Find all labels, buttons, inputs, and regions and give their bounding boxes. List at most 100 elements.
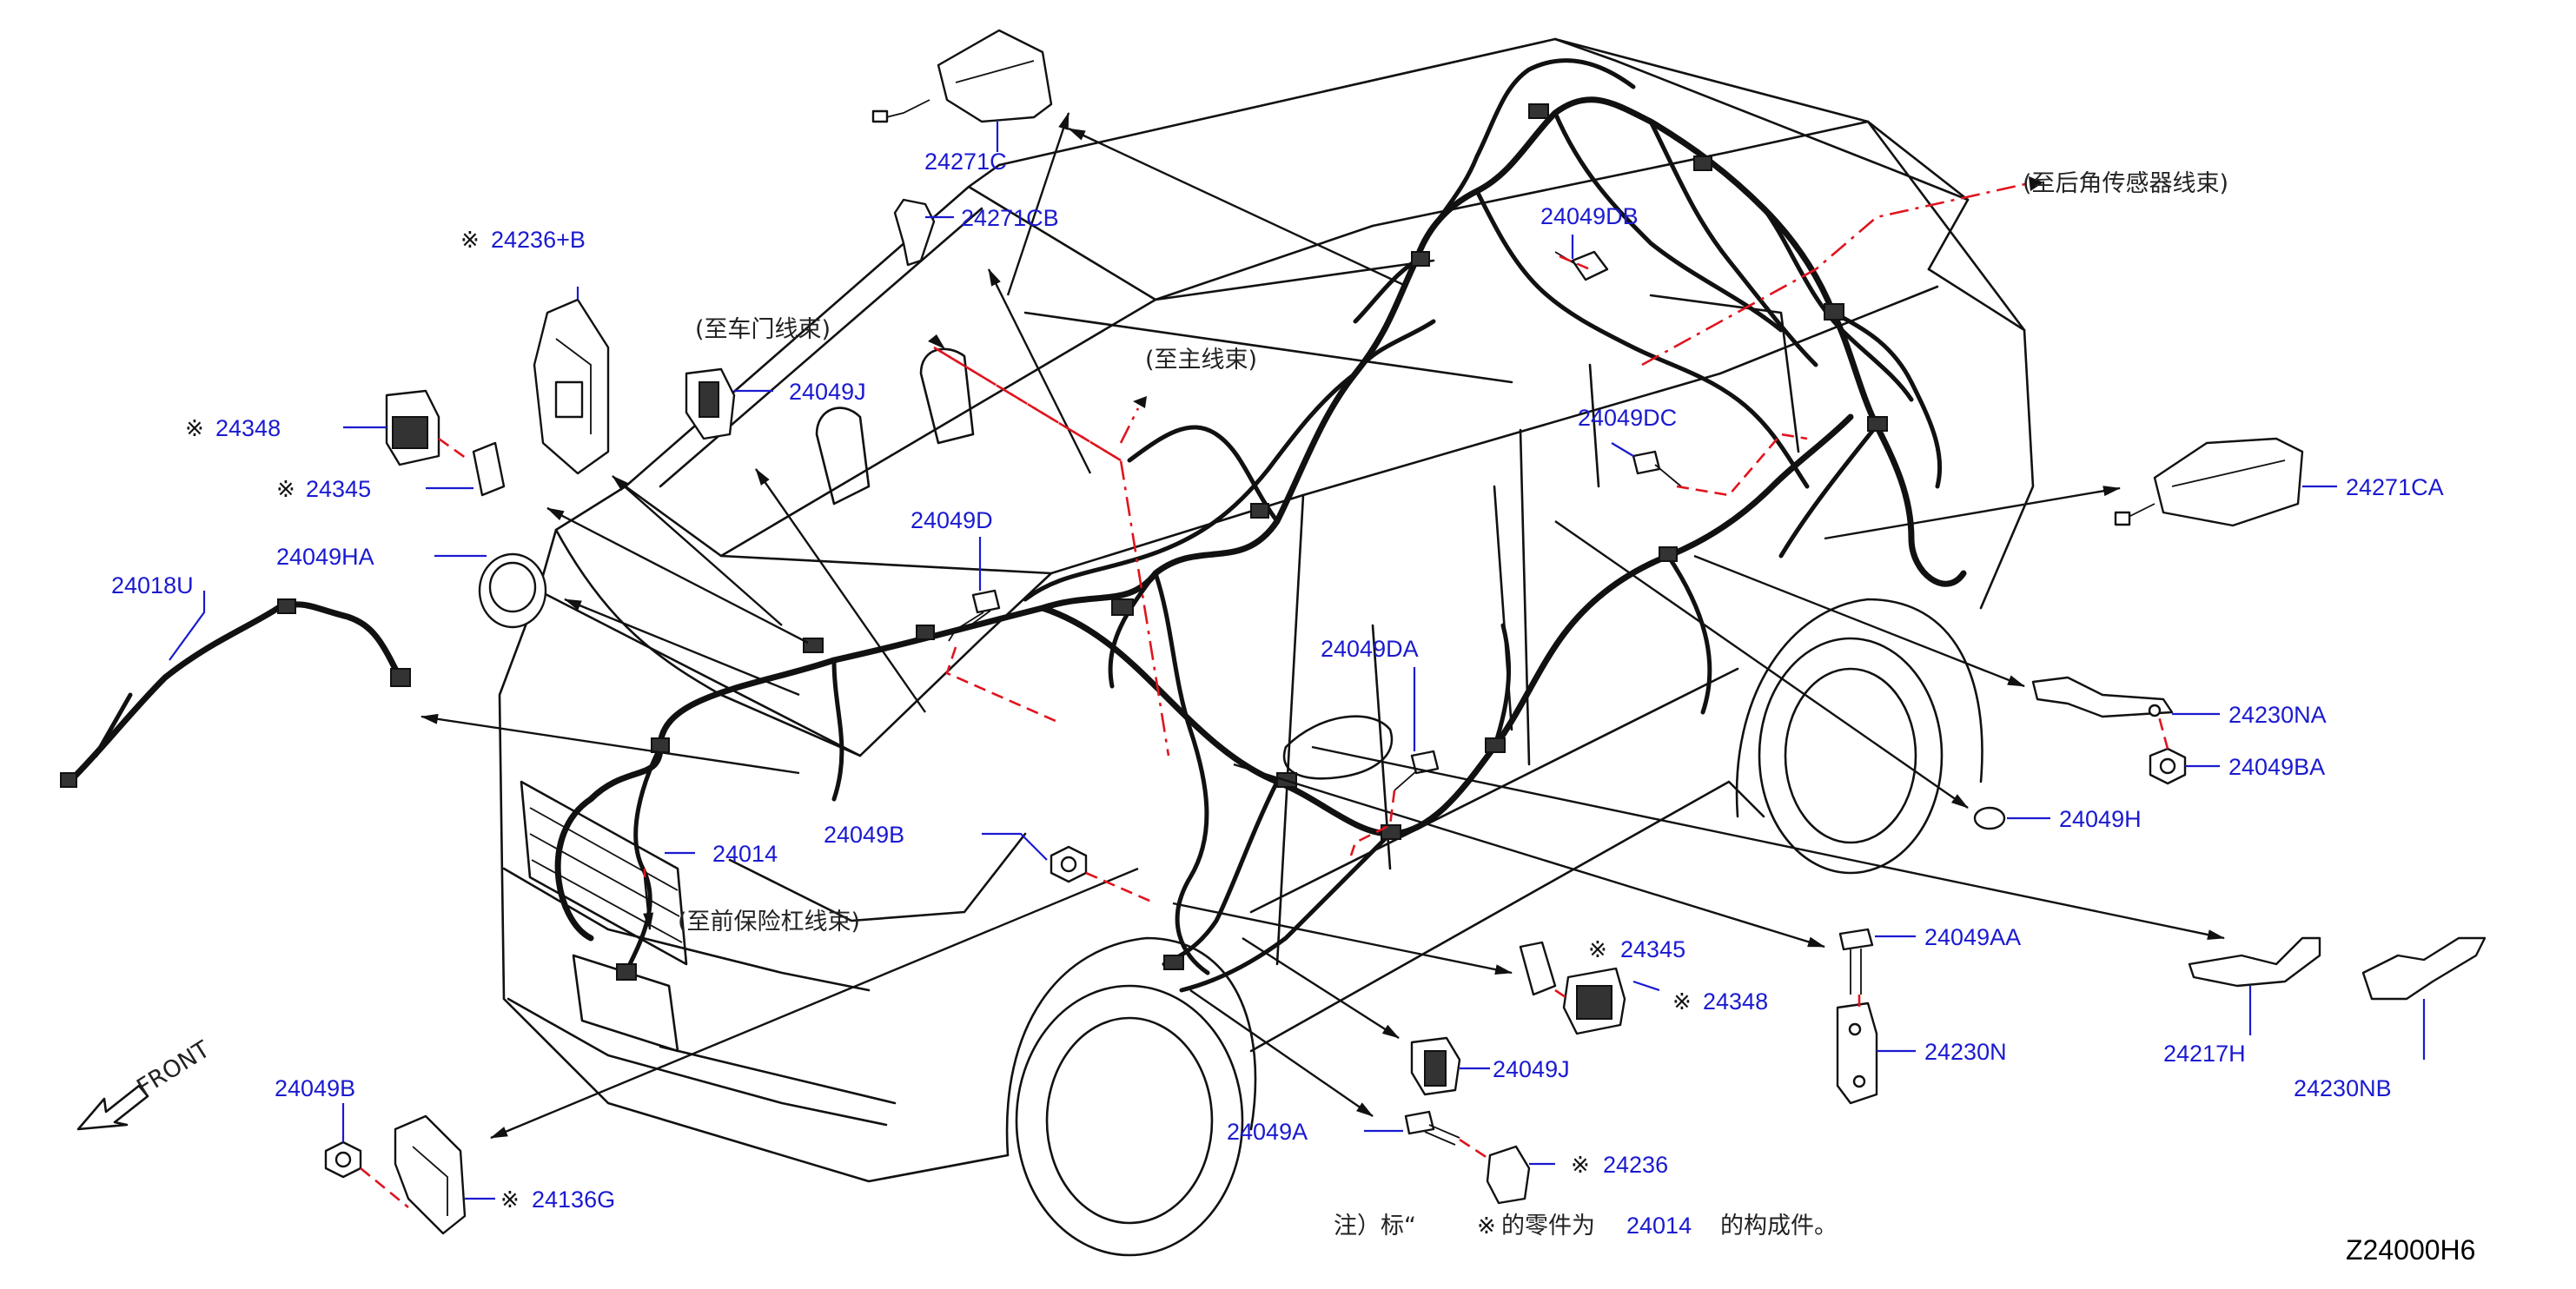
leader-24049b-24136g <box>360 1167 409 1209</box>
part-24230nb-bracket <box>2361 936 2487 1001</box>
part-24271c-cover <box>871 29 1053 123</box>
pointer-arrows <box>421 112 2225 1140</box>
part-24236b-bracket <box>533 298 610 475</box>
part-24230n-bracket <box>1836 1001 1878 1105</box>
label-24049aa: 24049AA <box>1924 924 2021 950</box>
mark-24348-bottom: ※ <box>1672 989 1692 1015</box>
arrow-to-24049aa <box>1233 763 1825 949</box>
dest-front-bumper: (至前保险杠线束) <box>678 909 860 935</box>
part-24049dc-bolt <box>1632 450 1682 487</box>
label-24230na: 24230NA <box>2228 702 2327 728</box>
part-24271ca-cover <box>2114 437 2304 527</box>
mark-24236: ※ <box>1571 1153 1590 1179</box>
arrow-to-front-bumper <box>643 876 654 930</box>
wiring-harness <box>554 58 1967 993</box>
red-leaders <box>360 176 2169 1209</box>
label-24049ba: 24049BA <box>2228 754 2325 780</box>
arrow-to-24049j-top <box>755 468 926 713</box>
label-24217h: 24217H <box>2163 1041 2246 1067</box>
label-24348-bottom: 24348 <box>1703 988 1768 1015</box>
leader-24049d <box>945 646 1056 723</box>
label-24049a: 24049A <box>1227 1119 1308 1145</box>
part-24049j-clip-top <box>685 367 736 440</box>
leader-24348-bottom <box>1554 988 1569 1001</box>
arrow-to-24018u <box>421 713 800 775</box>
label-leaders <box>169 122 2426 1200</box>
label-24018u: 24018U <box>111 572 194 598</box>
dest-main: (至主线束) <box>1145 347 1257 373</box>
arrow-to-24271cb <box>987 268 1092 474</box>
leader-door-harness <box>933 346 1170 757</box>
arrow-to-24049j-bottom <box>1242 936 1400 1040</box>
arrow-to-24136g <box>490 867 1139 1140</box>
label-24271c: 24271C <box>924 149 1007 175</box>
mark-24236b: ※ <box>460 228 480 254</box>
note-mark: ※ <box>1477 1213 1496 1239</box>
label-24230nb: 24230NB <box>2294 1075 2392 1101</box>
part-24049da-bolt <box>1394 750 1440 791</box>
part-24049b-nut-mid <box>1050 845 1088 883</box>
leader-24049da <box>1349 790 1396 856</box>
front-label: FRONT <box>132 1036 215 1101</box>
part-24348-relay-top <box>385 389 440 466</box>
arrow-to-24271c-b <box>1068 127 1408 288</box>
part-24049ha-grommet <box>478 552 547 629</box>
label-24049da: 24049DA <box>1321 636 1419 662</box>
part-24049aa-bolt <box>1838 928 1874 995</box>
label-24014: 24014 <box>712 841 778 867</box>
arrow-to-24217h <box>1311 745 2225 940</box>
part-24348-relay-bottom <box>1562 967 1626 1035</box>
label-24345-bottom: 24345 <box>1620 936 1685 962</box>
leader-main-harness <box>1119 407 1140 444</box>
label-24049dc: 24049DC <box>1578 405 1677 431</box>
leader-24049db <box>1559 254 1591 271</box>
part-24049d-bolt <box>948 589 1001 642</box>
label-24345-top: 24345 <box>306 476 371 502</box>
mark-24345-top: ※ <box>276 477 295 503</box>
arrow-to-24049a <box>1189 989 1374 1117</box>
leader-rear-sensor <box>1641 181 2034 367</box>
label-24348-top: 24348 <box>215 415 281 441</box>
part-24230na-bracket <box>2031 676 2174 718</box>
diagram-code: Z24000H6 <box>2346 1234 2475 1266</box>
part-24049db-bolt <box>1554 250 1609 281</box>
leader-24049dc <box>1676 433 1808 497</box>
part-24136g-bracket <box>394 1114 467 1235</box>
part-24018u-harness <box>60 598 411 788</box>
part-24049ba-nut <box>2149 747 2187 785</box>
footnote: 注）标“ ※ 的零件为 24014 的构成件。 <box>1334 1213 1838 1239</box>
label-24271cb: 24271CB <box>961 205 1059 231</box>
leader-24049a-24236 <box>1459 1138 1491 1161</box>
label-24049b-mid: 24049B <box>824 822 904 848</box>
note-prefix: 注）标“ <box>1334 1213 1416 1239</box>
label-24049j-bottom: 24049J <box>1493 1056 1570 1082</box>
label-24049ha: 24049HA <box>276 544 374 570</box>
part-24049a-bolt <box>1404 1110 1460 1146</box>
part-24236-bracket <box>1486 1145 1531 1205</box>
dest-door: (至车门线束) <box>695 316 831 343</box>
label-24049h: 24049H <box>2059 806 2142 832</box>
arrow-to-24271ca <box>1824 486 2121 540</box>
part-24049b-nut-bottom <box>324 1140 362 1179</box>
part-24271cb-bracket <box>893 198 936 267</box>
label-24049db: 24049DB <box>1540 203 1639 229</box>
arrow-to-24049h <box>1554 520 1969 809</box>
mark-24345-bottom: ※ <box>1588 937 1607 963</box>
arrow-to-24236b <box>612 475 783 626</box>
arrow-to-24271c <box>1006 112 1070 296</box>
part-24345-clip-top <box>472 441 506 497</box>
note-ref: 24014 <box>1626 1213 1692 1239</box>
part-24217h-bracket <box>2188 936 2321 988</box>
arrow-to-24049ha <box>564 598 800 697</box>
leader-24348-top <box>438 437 470 462</box>
label-24049b-bottom: 24049B <box>275 1075 355 1101</box>
arrow-to-24345 <box>546 506 809 644</box>
part-labels: 24271C 24271CB ※ 24236+B ※ 24348 ※ 24345… <box>111 149 2444 1213</box>
car-body-outline <box>498 37 2035 1257</box>
leader-24049b-mid <box>1085 871 1156 905</box>
label-24049d: 24049D <box>911 507 993 533</box>
label-24136g: 24136G <box>532 1187 615 1213</box>
arrow-to-24345-bottom <box>1172 902 1513 975</box>
dest-rear-sensor: (至后角传感器线束) <box>2023 170 2228 197</box>
